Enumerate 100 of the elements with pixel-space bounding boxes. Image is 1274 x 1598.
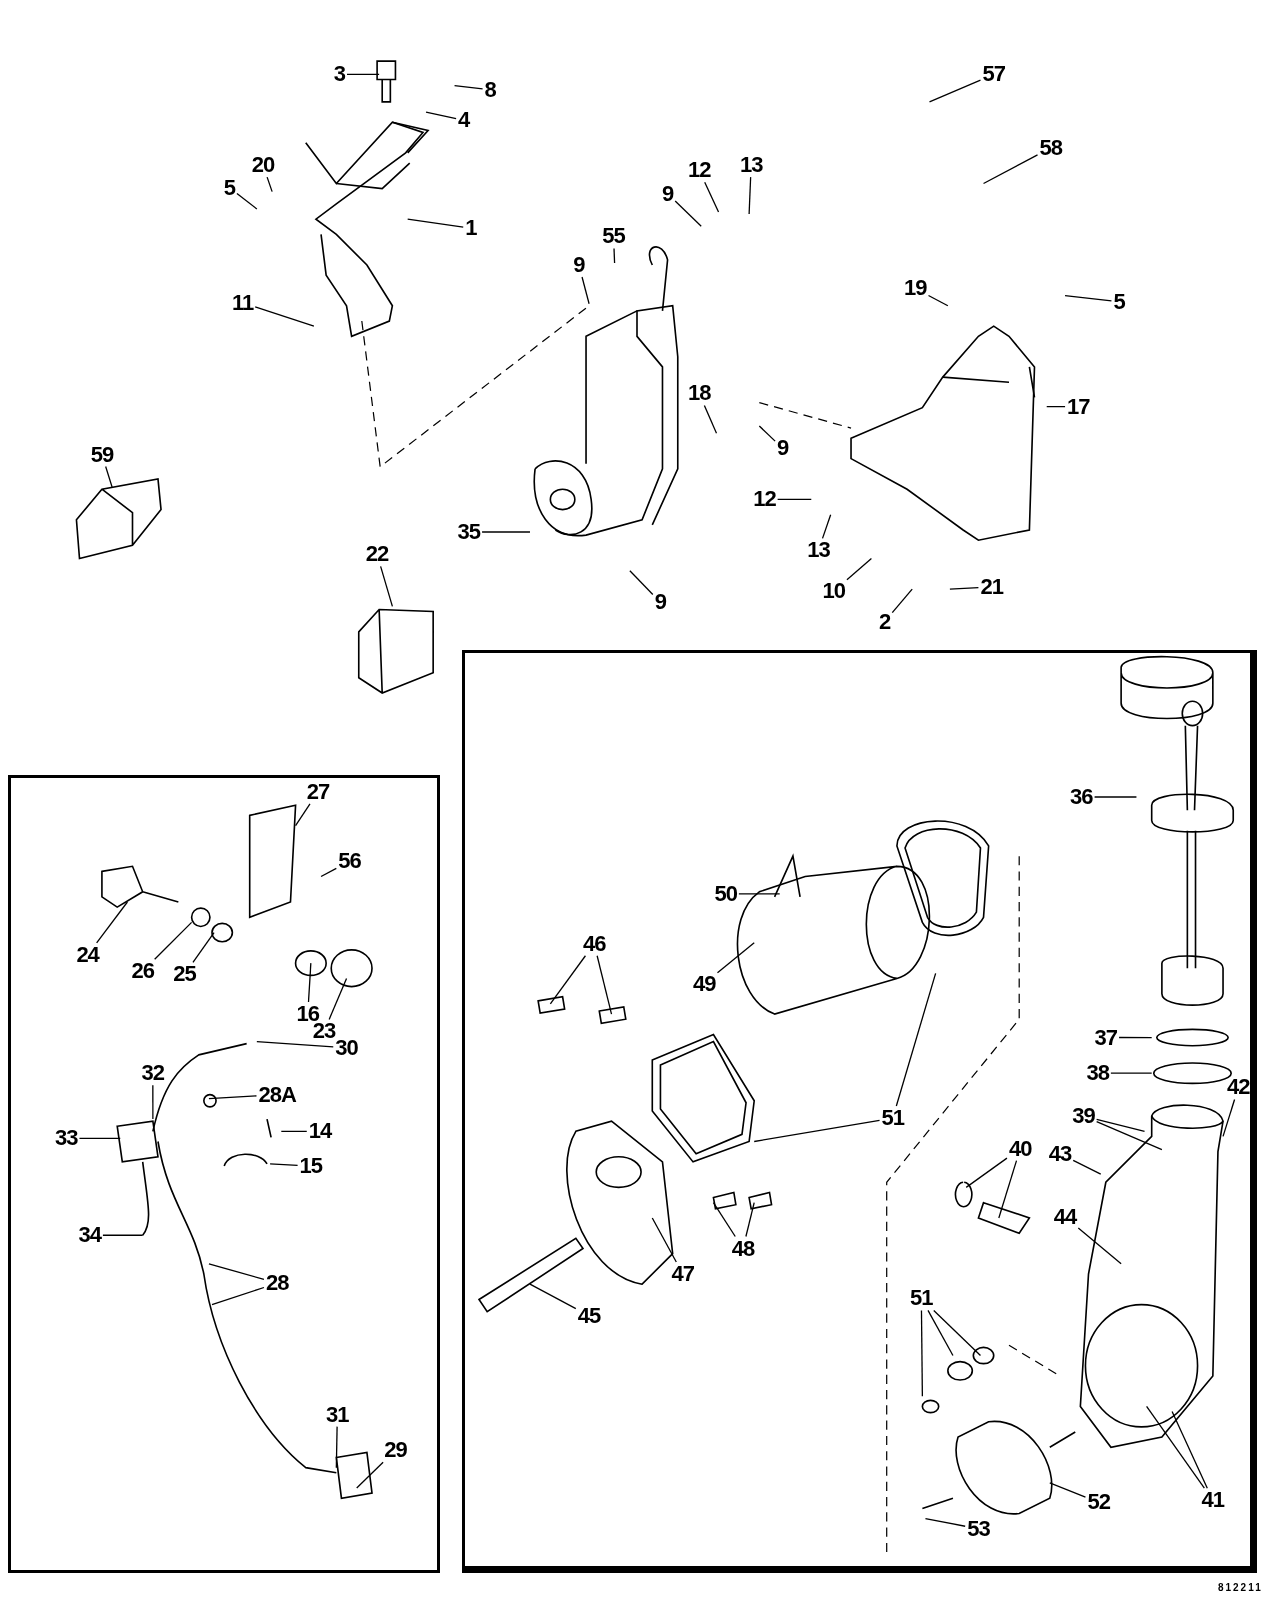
callout-number: 4 (458, 109, 470, 132)
leader-line (78, 1137, 121, 1140)
callout-number: 1 (465, 217, 477, 240)
callout-number: 28A (258, 1083, 296, 1106)
leader-line (758, 425, 776, 442)
leader-line (1096, 1121, 1163, 1151)
leader-line (1049, 1482, 1087, 1498)
callout-number: 49 (693, 972, 716, 995)
leader-line (629, 570, 654, 596)
callout-number: 35 (457, 521, 481, 543)
callout-number: 11 (231, 291, 254, 314)
leader-line (651, 1217, 677, 1263)
callout-number: 13 (739, 154, 763, 177)
leader-line (1118, 1036, 1153, 1039)
callout-number: 9 (777, 437, 789, 460)
leader-line (280, 1130, 308, 1132)
callout-number: 32 (141, 1062, 165, 1085)
callout-number: 57 (982, 63, 1005, 86)
drawing-number: 812211 (1217, 1582, 1263, 1593)
leader-line (102, 1234, 144, 1236)
callout-number: 30 (335, 1036, 358, 1059)
callout-number: 43 (1048, 1142, 1072, 1165)
leader-line (307, 962, 312, 1003)
leader-line (716, 942, 755, 974)
leader-line (1064, 294, 1113, 302)
leader-line (356, 1461, 384, 1489)
callout-number: 45 (577, 1304, 601, 1327)
callout-number: 13 (807, 539, 830, 562)
callout-number: 20 (251, 154, 275, 177)
leader-line (965, 1157, 1008, 1188)
leader-line (529, 1283, 577, 1310)
callout-number: 26 (131, 960, 154, 983)
leader-line (453, 84, 484, 90)
callout-number: 47 (671, 1263, 695, 1285)
leader-line (982, 154, 1039, 185)
inset-frame (461, 650, 1257, 1573)
inset-frame (8, 774, 441, 1573)
callout-number: 31 (326, 1403, 349, 1426)
leader-line (748, 176, 752, 215)
leader-line (581, 276, 590, 305)
callout-number: 39 (1072, 1105, 1095, 1127)
callout-number: 59 (90, 443, 114, 466)
leader-line (320, 867, 337, 878)
leader-line (1145, 1405, 1205, 1489)
leader-line (105, 465, 113, 488)
leader-line (704, 181, 720, 213)
callout-number: 24 (76, 943, 99, 966)
callout-number: 10 (822, 580, 845, 603)
callout-number: 38 (1086, 1062, 1109, 1085)
leader-line (777, 498, 812, 501)
callout-number: 51 (910, 1287, 933, 1310)
leader-line (335, 1426, 338, 1469)
leader-line (407, 218, 464, 228)
leader-line (95, 901, 129, 944)
callout-number: 15 (299, 1154, 323, 1177)
callout-number: 46 (582, 932, 606, 955)
leader-line (208, 1263, 265, 1281)
leader-line (674, 200, 702, 227)
leader-line (236, 192, 258, 210)
leader-line (294, 803, 311, 827)
leader-line (192, 931, 215, 963)
leader-line (998, 1159, 1018, 1219)
leader-line (753, 1119, 881, 1143)
leader-line (208, 1095, 258, 1100)
leader-line (152, 1084, 154, 1120)
callout-number: 29 (384, 1439, 407, 1462)
leader-line (154, 921, 193, 960)
callout-number: 48 (731, 1237, 755, 1260)
leader-line (1222, 1098, 1236, 1138)
callout-number: 42 (1227, 1076, 1250, 1099)
leader-line (380, 565, 394, 608)
leader-line (346, 73, 380, 76)
callout-number: 40 (1008, 1137, 1032, 1160)
leader-line (927, 294, 949, 307)
leader-line (211, 1286, 265, 1306)
leader-line (1096, 1118, 1146, 1132)
leader-line (927, 1309, 954, 1357)
callout-number: 33 (55, 1127, 78, 1150)
leader-line (933, 1309, 982, 1357)
leader-line (1046, 406, 1066, 408)
leader-line (949, 587, 980, 590)
leader-line (481, 531, 531, 533)
leader-line (1171, 1410, 1208, 1489)
callout-number: 50 (714, 882, 737, 905)
leader-line (821, 514, 832, 539)
callout-number: 34 (78, 1224, 101, 1247)
leader-line (266, 176, 273, 193)
callout-number: 58 (1039, 136, 1062, 159)
callout-number: 9 (573, 254, 585, 276)
leader-line (738, 893, 781, 895)
callout-number: 28 (265, 1272, 289, 1295)
leader-line (920, 1309, 924, 1397)
callout-number: 22 (365, 543, 389, 566)
callout-number: 37 (1094, 1026, 1118, 1049)
leader-line (928, 79, 982, 103)
leader-line (425, 111, 457, 120)
callout-number: 12 (687, 159, 711, 182)
callout-number: 9 (654, 591, 667, 614)
callout-number: 19 (904, 277, 927, 300)
callout-number: 44 (1053, 1205, 1077, 1228)
